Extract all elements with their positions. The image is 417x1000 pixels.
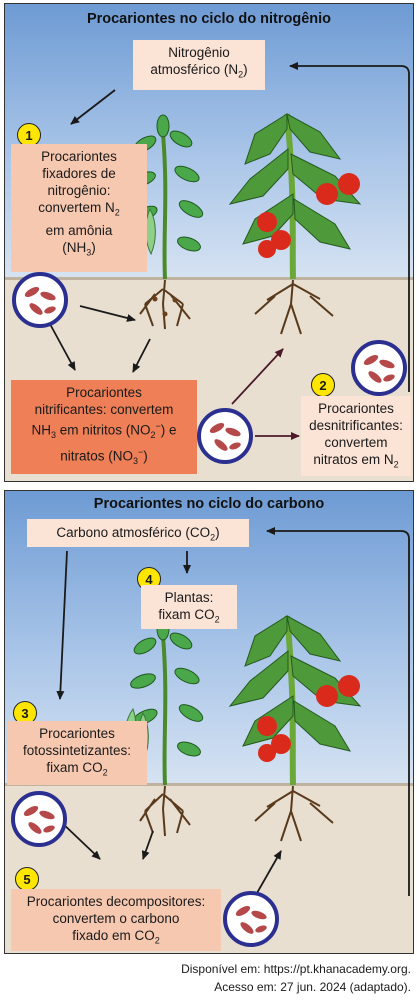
subscript: 3	[133, 456, 139, 467]
nitrogen-cycle-panel: Procariontes no ciclo do nitrogênio Nitr…	[4, 3, 414, 482]
subscript: 2	[214, 614, 220, 625]
subscript: 3	[50, 430, 56, 441]
box-line: nitrificantes: convertem	[34, 402, 174, 417]
step-1-badge: 1	[17, 123, 41, 147]
subscript: 2	[102, 767, 108, 778]
text: Carbono atmosférico (CO	[56, 525, 211, 540]
box-line: nitratos (NO3−)	[17, 444, 191, 470]
tomato-fruits	[257, 173, 360, 258]
box-line: atmosférico (N2)	[139, 61, 259, 84]
plants-fix-co2-box: Plantas: fixam CO2	[141, 585, 237, 629]
text: fixam CO	[46, 760, 103, 775]
box-line: fotossintetizantes:	[22, 743, 132, 758]
box-line: Procariontes	[39, 726, 115, 741]
text: nitratos (NO	[60, 448, 133, 464]
carbon-cycle-panel: Procariontes no ciclo do carbono Carbono…	[4, 490, 414, 954]
subscript: 2	[210, 532, 216, 543]
box-line: convertem	[324, 435, 388, 450]
subscript: 2	[150, 430, 156, 441]
panel-title: Procariontes no ciclo do carbono	[93, 496, 325, 512]
soil-surface-line	[5, 783, 413, 786]
bacteria-icon	[12, 272, 68, 328]
superscript: −	[138, 447, 144, 458]
carbon-illustration	[11, 527, 410, 947]
decomposers-box: Procariontes decompositores: convertem o…	[11, 889, 221, 951]
step-2-badge: 2	[311, 373, 335, 397]
text: em nitritos (NO	[55, 422, 151, 438]
text: ) e	[160, 422, 177, 438]
subscript: 3	[86, 247, 92, 258]
box-line: nitrogênio:	[47, 183, 111, 198]
box-line: fixadores de	[42, 166, 116, 181]
box-line: Procariontes	[66, 385, 142, 400]
denitrifying-box: Procariontes desnitrificantes: convertem…	[301, 396, 411, 476]
box-line: nitratos em N2	[307, 451, 405, 474]
tomato-plant-illustration	[228, 113, 362, 335]
superscript: −	[155, 421, 161, 431]
box-line: Plantas:	[164, 590, 214, 605]
box-line: convertem N2	[17, 199, 141, 222]
subscript: 2	[393, 459, 399, 470]
text: convertem N	[38, 200, 115, 215]
box-line: em amônia	[45, 222, 113, 238]
text: (NH	[62, 239, 87, 255]
text: fixado em CO	[72, 928, 155, 943]
nitrogen-fixers-box: Procariontes fixadores de nitrogênio: co…	[11, 144, 147, 272]
box-line: fixado em CO2	[17, 927, 215, 950]
bacteria-icon	[223, 891, 279, 947]
bacteria-icon	[197, 408, 253, 464]
step-5-badge: 5	[15, 867, 39, 891]
bacteria-icon	[351, 340, 407, 396]
box-line: Procariontes decompositores:	[26, 894, 206, 909]
text: NH	[31, 422, 51, 438]
carbon-arrows	[56, 527, 410, 896]
tomato-fruits	[257, 675, 360, 762]
atmospheric-carbon-box: Carbono atmosférico (CO2)	[27, 519, 249, 547]
text: nitratos em N	[313, 452, 394, 467]
box-line: desnitrificantes:	[309, 418, 403, 433]
source-citation: Disponível em: https://pt.khanacademy.or…	[181, 962, 411, 976]
box-line: Nitrogênio	[168, 45, 230, 60]
text: )	[243, 62, 248, 77]
text: fixam CO	[158, 607, 215, 622]
panel-title: Procariontes no ciclo do nitrogênio	[86, 11, 332, 27]
subscript: 2	[114, 207, 120, 218]
soil-surface-line	[5, 277, 413, 280]
nitrifying-box: Procariontes nitrificantes: convertem NH…	[11, 380, 197, 474]
subscript: 2	[154, 935, 160, 946]
atmospheric-nitrogen-box: Nitrogênio atmosférico (N2)	[133, 40, 265, 90]
nitrogen-arrows	[49, 62, 410, 440]
box-line: fixam CO2	[13, 759, 141, 782]
box-line: fixam CO2	[147, 606, 231, 629]
access-date: Acesso em: 27 jun. 2024 (adaptado).	[214, 980, 411, 994]
box-line: convertem o carbono	[52, 911, 180, 926]
box-line: (NH3)	[17, 239, 141, 262]
text: )	[143, 448, 148, 464]
text: atmosférico (N	[150, 62, 239, 77]
box-line: Procariontes	[41, 149, 117, 164]
photosynthetic-box: Procariontes fotossintetizantes: fixam C…	[7, 721, 147, 785]
subscript: 2	[238, 69, 244, 80]
bacteria-icon	[11, 791, 67, 847]
text: )	[91, 239, 96, 255]
tomato-plant-illustration	[228, 615, 362, 842]
box-line: NH3 em nitritos (NO2−) e	[17, 418, 191, 444]
text: )	[215, 525, 220, 540]
box-line: Procariontes	[318, 401, 394, 416]
